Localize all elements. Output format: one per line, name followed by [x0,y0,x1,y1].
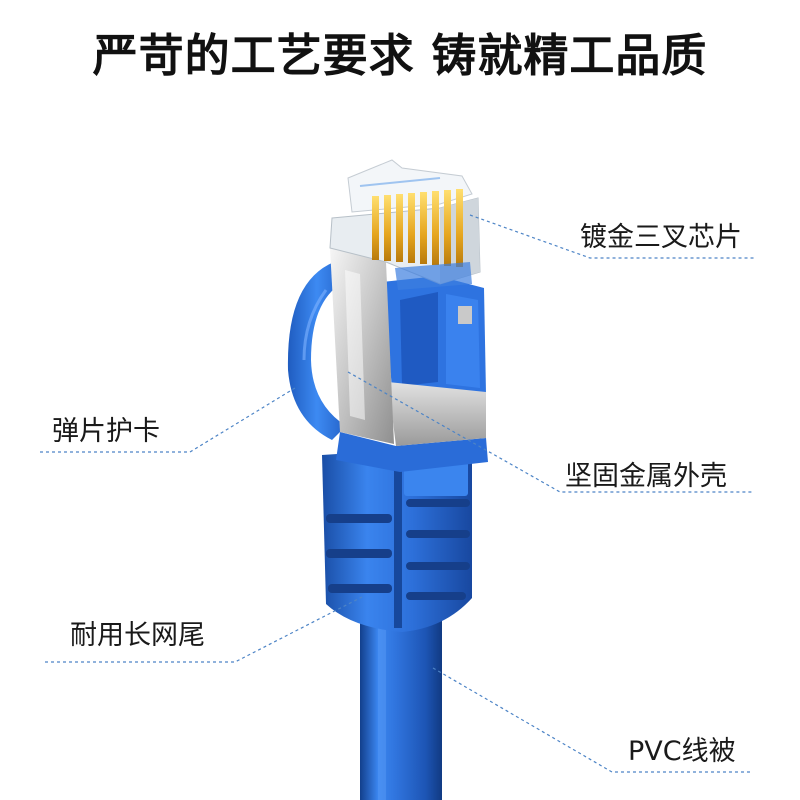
page-title: 严苛的工艺要求 铸就精工品质 [92,29,708,82]
callout-gold-contacts: 镀金三叉芯片 [580,222,742,253]
gold-contact [456,189,463,267]
callout-latch-guard: 弹片护卡 [52,416,160,447]
strain-relief-boot [322,445,472,632]
gold-contact [420,192,427,264]
leader-line-latch-guard [40,387,296,453]
gold-contact [444,190,451,266]
connector-body [336,276,488,472]
gold-contact [384,195,391,261]
callout-boot-tail: 耐用长网尾 [70,620,205,651]
metal-shell [330,248,486,446]
gold-contact [408,193,415,263]
gold-contact [432,191,439,265]
callout-pvc-jacket: PVC线被 [628,736,736,767]
latch-guard [287,262,346,440]
leader-line-pvc-jacket [432,667,752,773]
gold-contacts [372,189,472,290]
callout-metal-shell: 坚固金属外壳 [565,461,727,492]
gold-contact [372,196,379,260]
leader-line-gold-contacts [469,214,755,259]
gold-contact [396,194,403,262]
